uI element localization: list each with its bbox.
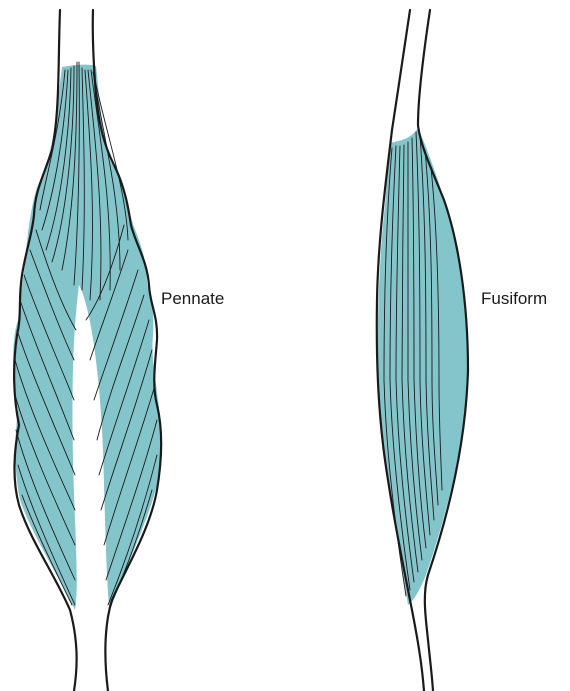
pennate-label: Pennate — [161, 290, 224, 307]
fusiform-muscle-belly — [378, 128, 468, 605]
fusiform-muscle — [377, 10, 468, 691]
fusiform-label: Fusiform — [481, 290, 547, 307]
pennate-muscle — [13, 10, 161, 691]
